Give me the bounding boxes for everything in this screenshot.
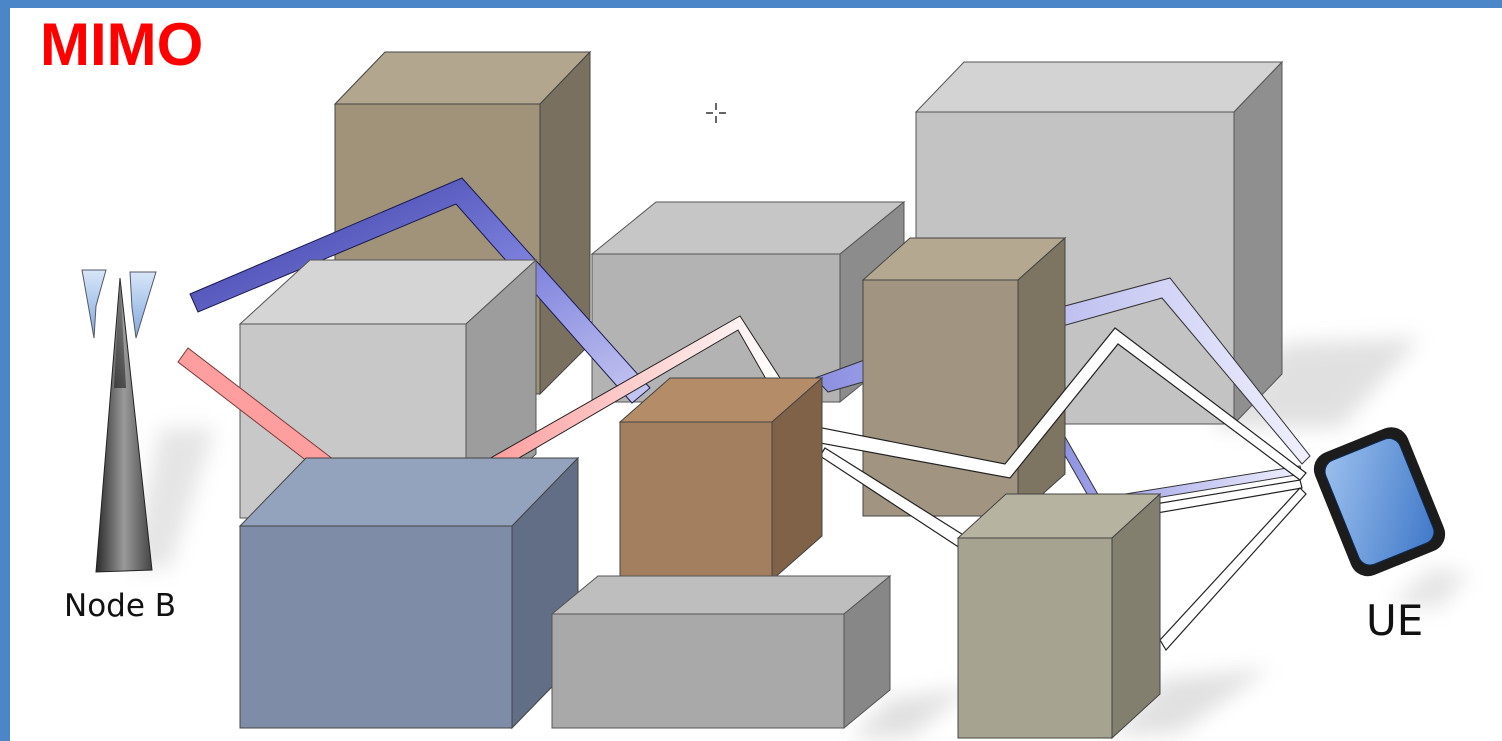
ray-blue (189, 177, 651, 404)
building-front-khaki (956, 492, 1162, 740)
crosshair-cursor-icon (706, 103, 726, 123)
mimo-scene (81, 50, 1470, 740)
ue-label: UE (1366, 596, 1424, 645)
building-front-blue (238, 456, 580, 730)
slide: MIMO Node B UE (10, 8, 1502, 741)
slide-title: MIMO (40, 11, 204, 78)
building-small-brown (618, 376, 824, 582)
node-b-label: Node B (64, 588, 177, 624)
building-front-low (550, 574, 892, 730)
antenna-tower-icon (81, 269, 157, 573)
mobile-device-icon (1313, 427, 1446, 577)
building-middle-gray (590, 200, 906, 404)
building-mid-tan (861, 236, 1067, 518)
